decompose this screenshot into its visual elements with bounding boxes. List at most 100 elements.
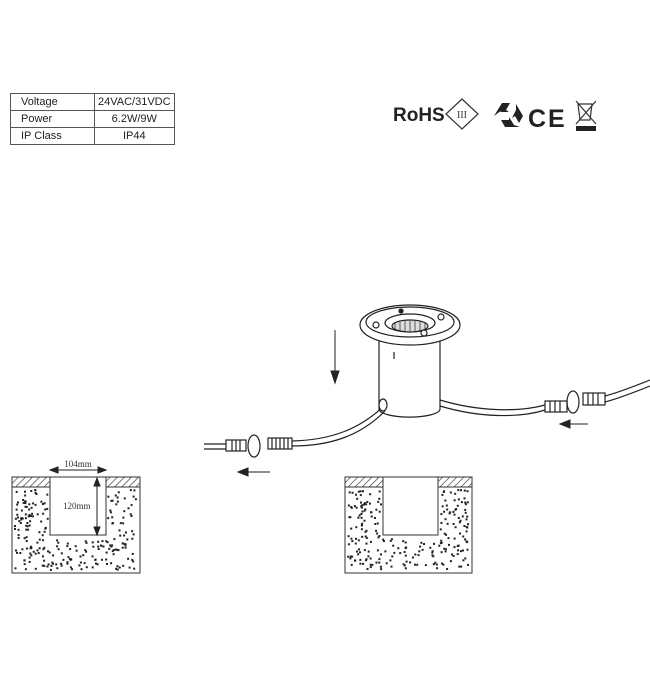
soil-speckle	[464, 503, 467, 506]
soil-speckle	[134, 498, 137, 501]
soil-speckle	[29, 515, 32, 517]
soil-speckle	[380, 553, 382, 556]
soil-speckle	[369, 557, 372, 560]
soil-speckle	[466, 548, 469, 551]
soil-speckle	[15, 490, 18, 493]
soil-speckle	[365, 529, 368, 532]
soil-speckle	[397, 547, 400, 550]
soil-speckle	[363, 549, 366, 552]
soil-speckle	[66, 562, 69, 565]
soil-speckle	[359, 562, 362, 565]
soil-speckle	[357, 490, 360, 493]
soil-speckle	[131, 530, 134, 533]
soil-speckle	[16, 513, 19, 516]
soil-speckle	[453, 499, 456, 502]
soil-speckle	[111, 522, 114, 525]
soil-speckle	[118, 566, 121, 569]
soil-speckle	[119, 534, 122, 537]
soil-speckle	[449, 491, 452, 494]
soil-speckle	[464, 557, 467, 560]
soil-speckle	[463, 489, 466, 492]
soil-speckle	[60, 562, 63, 565]
soil-speckle	[456, 545, 459, 548]
soil-speckle	[30, 490, 33, 492]
soil-speckle	[23, 563, 26, 566]
soil-speckle	[36, 513, 39, 516]
soil-speckle	[17, 537, 20, 539]
soil-speckle	[456, 504, 459, 507]
soil-speckle	[461, 515, 464, 518]
soil-speckle	[404, 541, 407, 544]
soil-speckle	[418, 550, 421, 553]
connect-left-arrow	[558, 419, 588, 429]
soil-speckle	[363, 519, 366, 522]
soil-speckle	[362, 490, 364, 493]
soil-speckle	[24, 494, 27, 497]
soil-speckle	[43, 502, 46, 505]
soil-speckle	[91, 541, 94, 544]
soil-speckle	[38, 538, 41, 541]
soil-speckle	[106, 541, 109, 544]
soil-speckle	[25, 528, 28, 531]
soil-speckle	[441, 505, 444, 508]
soil-speckle	[349, 557, 352, 560]
width-dimension-arrow	[48, 466, 108, 474]
soil-speckle	[68, 558, 71, 561]
soil-speckle	[460, 501, 463, 504]
soil-speckle	[429, 546, 432, 549]
soil-speckle	[393, 551, 396, 554]
ce-mark: CE	[528, 105, 567, 133]
soil-speckle	[17, 516, 19, 519]
width-label: 104mm	[64, 459, 92, 469]
soil-speckle	[36, 549, 39, 552]
soil-speckle	[442, 563, 445, 566]
soil-speckle	[101, 540, 104, 543]
soil-speckle	[361, 504, 364, 507]
soil-speckle	[347, 535, 350, 538]
soil-speckle	[454, 526, 457, 529]
soil-speckle	[56, 567, 59, 570]
soil-speckle	[71, 568, 73, 571]
soil-speckle	[50, 564, 53, 567]
soil-speckle	[378, 535, 381, 537]
soil-speckle	[105, 540, 108, 543]
soil-speckle	[359, 551, 361, 554]
soil-speckle	[109, 544, 112, 547]
soil-speckle	[28, 524, 31, 527]
soil-speckle	[365, 542, 368, 545]
soil-speckle	[399, 552, 402, 555]
rohs-mark: RoHS	[393, 105, 445, 126]
soil-speckle	[25, 524, 28, 527]
soil-speckle	[43, 546, 46, 549]
soil-speckle	[464, 508, 467, 511]
soil-speckle	[431, 551, 434, 554]
installation-pit	[344, 476, 473, 574]
soil-speckle	[117, 549, 120, 552]
soil-speckle	[440, 513, 443, 516]
soil-speckle	[108, 547, 111, 550]
soil-speckle	[43, 530, 46, 533]
soil-speckle	[448, 543, 450, 546]
soil-speckle	[438, 544, 441, 547]
soil-speckle	[392, 544, 395, 547]
soil-speckle	[446, 522, 449, 525]
certification-marks: RoHS III CE	[393, 98, 597, 133]
soil-speckle	[466, 490, 469, 493]
soil-speckle	[377, 536, 380, 539]
soil-speckle	[443, 490, 445, 493]
soil-speckle	[123, 534, 126, 537]
soil-speckle	[122, 522, 125, 525]
soil-speckle	[21, 548, 24, 551]
soil-speckle	[441, 562, 443, 565]
soil-speckle	[367, 555, 370, 558]
soil-speckle	[361, 535, 364, 538]
soil-speckle	[38, 531, 41, 534]
soil-speckle	[414, 563, 416, 566]
soil-speckle	[444, 548, 447, 551]
soil-speckle	[460, 565, 463, 568]
soil-speckle	[38, 547, 41, 550]
soil-speckle	[34, 552, 37, 555]
soil-speckle	[115, 567, 118, 570]
soil-speckle	[109, 511, 112, 514]
